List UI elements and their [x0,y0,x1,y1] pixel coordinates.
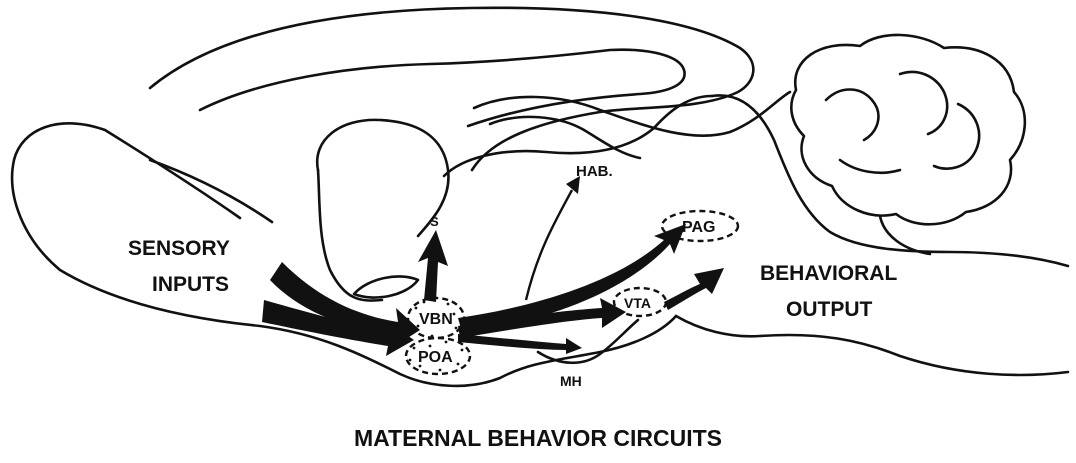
region-label-hab: HAB. [576,163,613,180]
cerebellum-outline [791,35,1025,224]
arrow-to-mh [458,334,582,354]
region-label-pag: PAG [682,219,715,236]
region-label-poa: POA [418,349,453,366]
region-label-vta: VTA [624,295,651,311]
arrow-to-s [418,230,448,302]
ventricle-outline [354,276,418,297]
sensory-inputs-label-line2: INPUTS [152,273,229,296]
diagram-title: MATERNAL BEHAVIOR CIRCUITS [354,425,722,451]
brain-outline [12,8,1068,386]
region-label-s: S [430,214,439,229]
cortex-outline [150,8,753,170]
region-label-vbn: VBN [419,311,453,328]
cerebellum-fold-1 [826,90,878,141]
cerebellum-fold-2 [900,72,947,134]
behavioral-output-label-line2: OUTPUT [786,298,873,321]
sensory-inputs-label-line1: SENSORY [128,237,230,260]
brainstem-lower [676,316,1068,375]
region-label-mh: MH [560,373,582,389]
labels: SENSORY INPUTS BEHAVIORAL OUTPUT VBN POA… [128,163,897,451]
hippocampus-outline [474,92,790,136]
thalamus-outline [317,120,448,236]
cerebellum-fold-3 [934,104,979,169]
behavioral-output-label-line1: BEHAVIORAL [760,262,897,285]
arrow-to-hab [526,190,572,300]
midbrain-outline [712,95,1068,266]
hypothalamus-contour [538,320,638,363]
hab-pathway [526,176,580,300]
cerebellum-fold-4 [840,160,900,173]
arrow-vta-to-output [664,268,724,310]
